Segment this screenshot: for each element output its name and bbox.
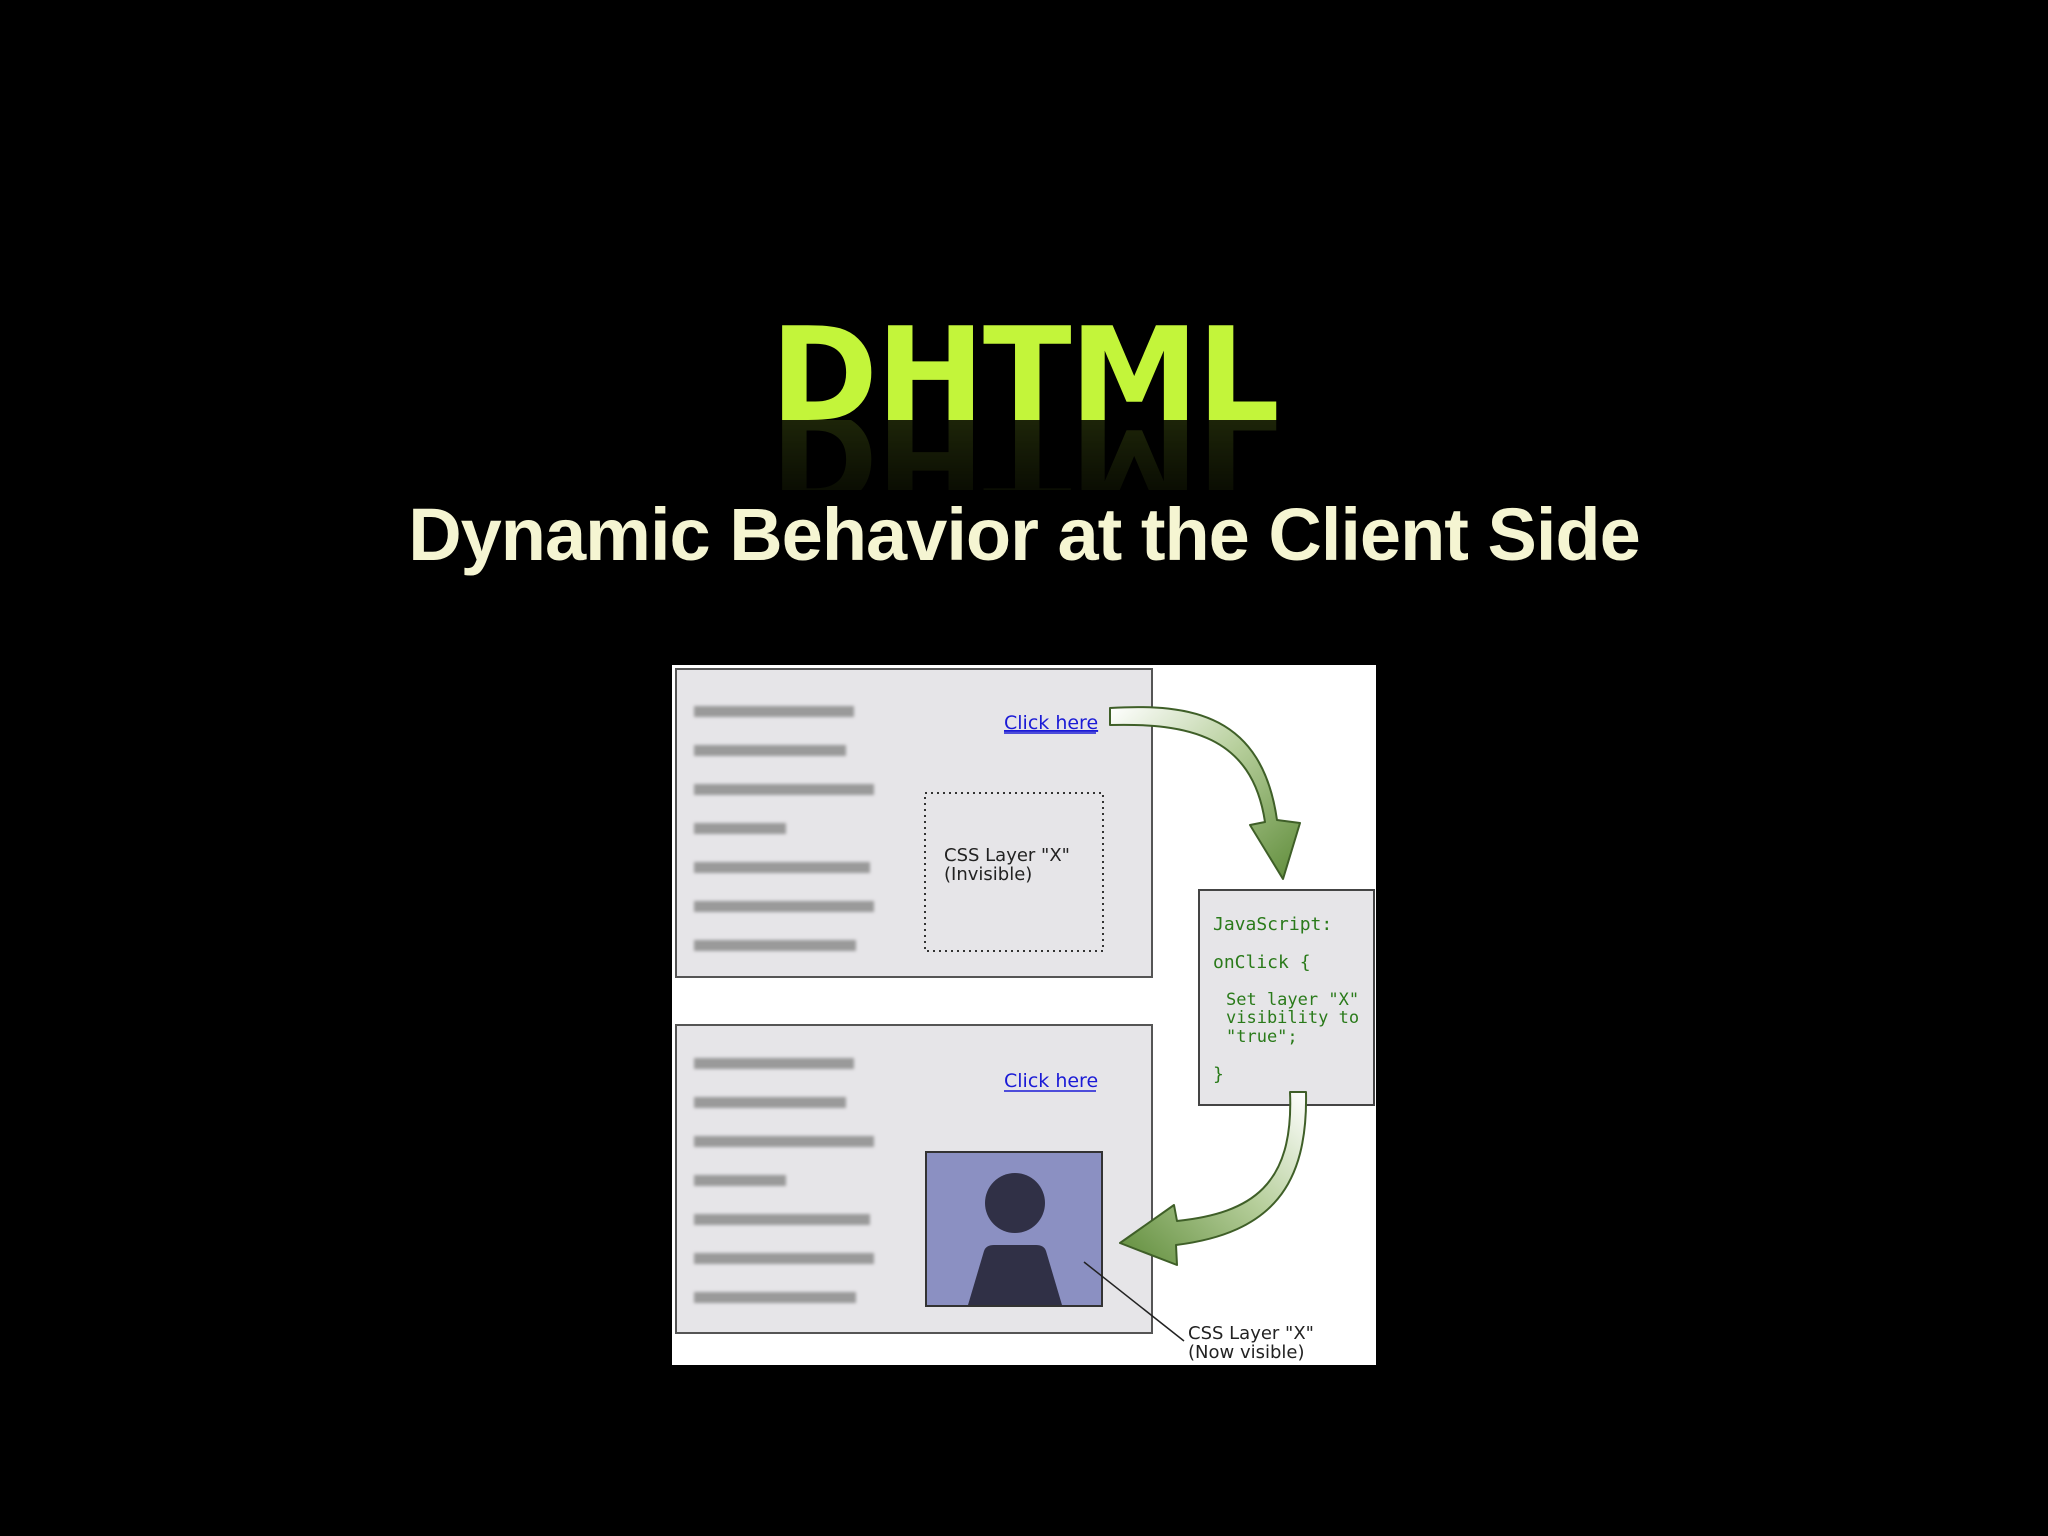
top-page-text-lines: [694, 706, 874, 951]
top-click-here-link[interactable]: Click here: [1004, 712, 1098, 734]
arrow-curve-down: [1109, 706, 1301, 880]
slide-title: DHTML: [770, 299, 1280, 451]
js-line-2: onClick {: [1213, 952, 1311, 973]
text-line: [694, 1136, 874, 1147]
js-line-6: }: [1213, 1064, 1224, 1085]
text-line: [694, 823, 786, 834]
dhtml-diagram: Click here CSS Layer "X" (Invisible): [672, 665, 1376, 1365]
title-container: DHTML: [0, 300, 2048, 450]
text-line: [694, 940, 856, 951]
avatar-head-icon: [985, 1173, 1045, 1233]
text-line: [694, 1253, 874, 1264]
js-line-4: visibility to: [1226, 1008, 1359, 1028]
slide-subtitle: Dynamic Behavior at the Client Side: [408, 493, 1641, 576]
subtitle-container: Dynamic Behavior at the Client Side: [0, 490, 2048, 580]
text-line: [694, 784, 874, 795]
text-line: [694, 901, 874, 912]
visible-layer-callout-2: (Now visible): [1188, 1342, 1305, 1363]
title-reflection-text: DHTML: [770, 420, 1278, 490]
js-line-5: "true";: [1226, 1027, 1298, 1047]
visible-layer-photo: [925, 1151, 1103, 1307]
js-line-1: JavaScript:: [1213, 914, 1332, 935]
text-line: [694, 706, 854, 717]
text-line: [694, 1292, 856, 1303]
text-line: [694, 1175, 786, 1186]
diagram-svg: Click here CSS Layer "X" (Invisible): [675, 668, 1375, 1363]
arrow-curve-left: [1119, 1091, 1308, 1266]
arrow-to-script: [1109, 706, 1301, 880]
javascript-box: JavaScript: onClick { Set layer "X" visi…: [1198, 889, 1375, 1106]
top-page-mockup: Click here CSS Layer "X" (Invisible): [675, 668, 1153, 978]
invisible-layer-label-2: (Invisible): [944, 864, 1032, 885]
text-line: [694, 1097, 846, 1108]
callout-leader-line: [1083, 1261, 1185, 1342]
text-line: [694, 1214, 870, 1225]
text-line: [694, 862, 870, 873]
bottom-page-text-lines: [694, 1058, 874, 1303]
avatar-body-icon: [968, 1245, 1062, 1305]
title-reflection: DHTML: [0, 420, 2048, 490]
bottom-page-mockup: Click here: [675, 1024, 1185, 1342]
text-line: [694, 745, 846, 756]
js-line-3: Set layer "X": [1226, 990, 1359, 1010]
arrow-to-layer: [1119, 1091, 1308, 1266]
bottom-click-here-link[interactable]: Click here: [1004, 1070, 1098, 1092]
visible-layer-callout-1: CSS Layer "X": [1188, 1323, 1314, 1344]
text-line: [694, 1058, 854, 1069]
javascript-box-frame: [1198, 889, 1375, 1106]
invisible-layer-label-1: CSS Layer "X": [944, 845, 1070, 866]
